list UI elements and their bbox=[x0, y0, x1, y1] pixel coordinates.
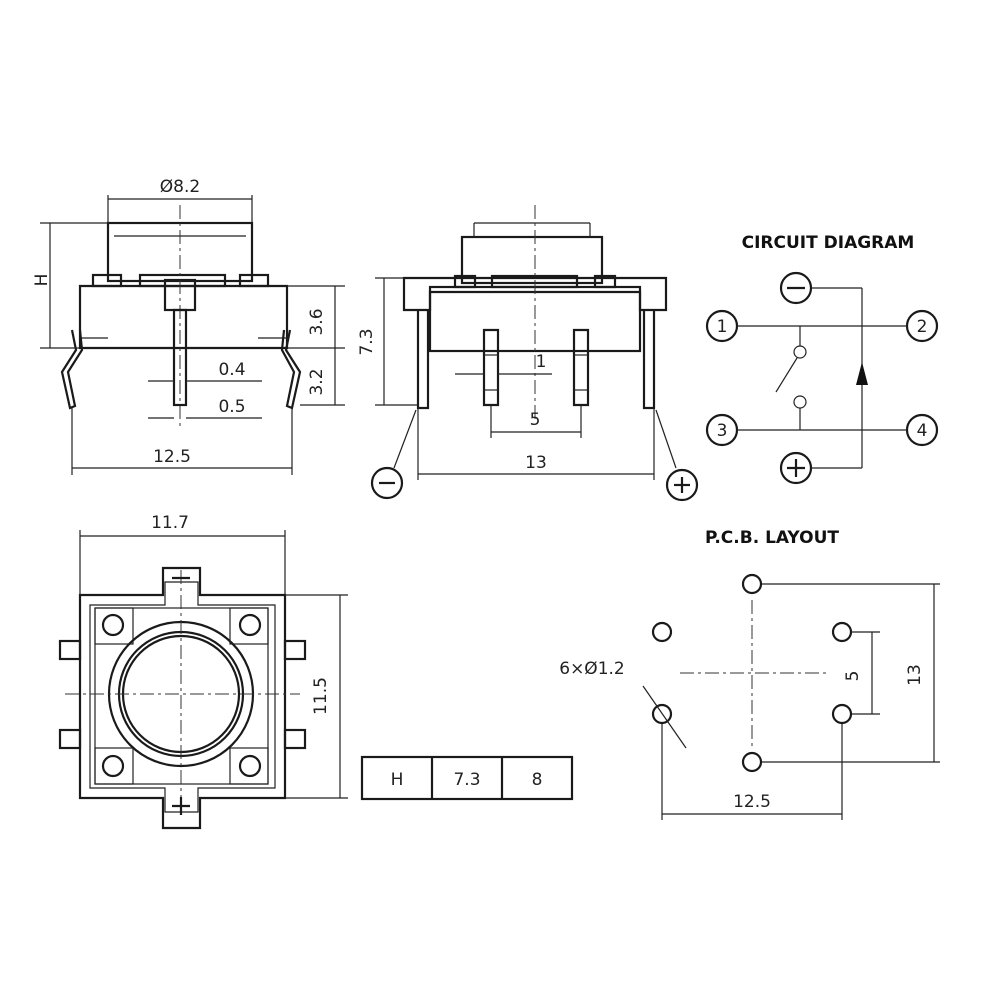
left-leg bbox=[60, 329, 84, 410]
top-body-outline bbox=[78, 566, 287, 830]
pcb-hole bbox=[651, 621, 673, 643]
pin-2-label: 2 bbox=[917, 317, 928, 337]
dim-0-5: 0.5 bbox=[218, 397, 245, 417]
hole-spec-label: 6×Ø1.2 bbox=[559, 659, 624, 679]
pcb-hole bbox=[651, 703, 673, 725]
dim-0-4: 0.4 bbox=[218, 360, 245, 380]
pcb-hole bbox=[741, 751, 763, 773]
pin-3-label: 3 bbox=[717, 421, 728, 441]
dim-3-2: 3.2 bbox=[307, 368, 327, 395]
pcb-hole bbox=[831, 703, 853, 725]
height-table: H 7.3 8 bbox=[360, 755, 574, 801]
top-height-label: 11.5 bbox=[311, 677, 331, 715]
dim-3-6: 3.6 bbox=[307, 308, 327, 335]
pin-spacing-label: 5 bbox=[530, 410, 541, 430]
table-cell-7-3: 7.3 bbox=[453, 770, 480, 790]
top-view: 11.7 11.5 bbox=[58, 513, 348, 830]
pcb-hole bbox=[741, 573, 763, 595]
table-cell-8: 8 bbox=[532, 770, 543, 790]
diameter-label: Ø8.2 bbox=[160, 177, 200, 197]
front-view: 7.3 1 5 13 bbox=[357, 205, 699, 502]
front-cap-outline bbox=[460, 235, 604, 285]
plus-symbol bbox=[665, 468, 699, 502]
pcb-width-label: 12.5 bbox=[733, 792, 771, 812]
pin-1-label: 1 bbox=[717, 317, 728, 337]
pin-gap-label: 1 bbox=[536, 352, 547, 372]
pin-4-label: 4 bbox=[917, 421, 928, 441]
pcb-layout-title: P.C.B. LAYOUT bbox=[705, 528, 839, 548]
side-width-label: 12.5 bbox=[153, 447, 191, 467]
height-h-label: H bbox=[32, 274, 52, 287]
table-cell-h: H bbox=[391, 770, 404, 790]
switch-body-outline bbox=[78, 284, 289, 350]
minus-symbol bbox=[370, 466, 404, 500]
top-width-label: 11.7 bbox=[151, 513, 189, 533]
pcb-hole bbox=[831, 621, 853, 643]
front-width-label: 13 bbox=[525, 453, 547, 473]
pcb-layout: P.C.B. LAYOUT 6×Ø1.2 5 13 12.5 bbox=[559, 528, 940, 820]
right-leg bbox=[280, 329, 302, 410]
circuit-diagram: CIRCUIT DIAGRAM 1 2 3 4 bbox=[705, 233, 939, 485]
side-view: Ø8.2 H 3.6 3.2 0.4 0.5 12.5 bbox=[32, 177, 345, 475]
led-arrow-icon bbox=[856, 362, 868, 385]
pcb-spacing-label: 5 bbox=[843, 671, 863, 682]
circuit-diagram-title: CIRCUIT DIAGRAM bbox=[742, 233, 915, 253]
pcb-height-label: 13 bbox=[905, 664, 925, 686]
button-ring bbox=[107, 620, 255, 768]
front-height-label: 7.3 bbox=[357, 328, 377, 355]
